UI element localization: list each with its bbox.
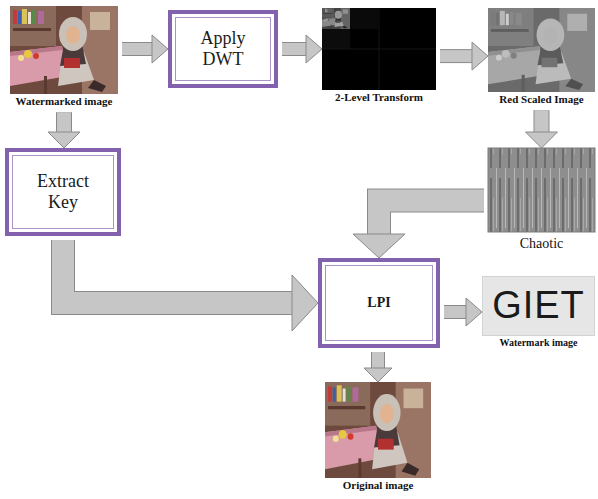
image-frame: GIET xyxy=(482,276,595,336)
arrow-outline xyxy=(371,352,385,368)
image-caption: Original image xyxy=(285,479,471,492)
image-node: Red Scaled Image xyxy=(488,8,595,106)
image-caption: Watermarked image xyxy=(0,95,158,108)
arrow-head xyxy=(306,35,322,63)
process-box: Extract Key xyxy=(5,148,121,236)
image-frame xyxy=(322,8,436,90)
arrow-head xyxy=(292,275,318,331)
arrow-shaft xyxy=(122,43,152,55)
image-frame xyxy=(488,8,595,92)
watermark-text: GIET xyxy=(492,284,585,328)
arrow-shaft xyxy=(535,110,549,132)
image-node: Chaotic xyxy=(488,148,595,253)
image-caption: 2-Level Transform xyxy=(282,91,476,104)
block-arrow xyxy=(526,110,558,148)
arrow-outline xyxy=(379,200,484,234)
arrow-outline xyxy=(122,42,152,56)
block-arrow xyxy=(444,298,482,326)
double-border-box: Extract Key xyxy=(5,148,121,236)
image-node: GIETWatermark image xyxy=(482,276,595,349)
block-arrow xyxy=(48,112,80,148)
arrow-outline xyxy=(282,42,306,56)
image-caption: Chaotic xyxy=(448,236,598,253)
arrow-outline xyxy=(56,112,72,132)
watermarked-photo xyxy=(10,6,118,94)
chaotic-image xyxy=(488,148,595,232)
block-arrow xyxy=(364,352,392,382)
arrow-outline xyxy=(63,240,292,303)
block-arrow xyxy=(282,35,322,63)
transform-image xyxy=(322,8,436,90)
process-box: LPI xyxy=(318,258,440,348)
arrow-shaft xyxy=(57,112,71,132)
image-node: 2-Level Transform xyxy=(322,8,436,104)
arrow-shaft xyxy=(444,306,466,318)
image-frame xyxy=(488,148,595,232)
red-scaled-image xyxy=(488,8,595,92)
arrow-head xyxy=(472,42,488,70)
box-label: Apply DWT xyxy=(192,28,254,69)
arrow-head xyxy=(526,132,558,148)
box-label: Extract Key xyxy=(27,171,99,212)
arrow-head xyxy=(466,298,482,326)
arrow-head xyxy=(353,234,405,258)
image-node: Original image xyxy=(325,382,431,492)
process-box: Apply DWT xyxy=(168,10,278,88)
box-label: LPI xyxy=(367,295,390,311)
arrow-head xyxy=(364,368,392,382)
arrow-outline xyxy=(440,49,472,63)
arrow-shaft xyxy=(63,240,292,303)
arrow-shaft xyxy=(372,352,384,368)
arrow-shaft xyxy=(282,43,306,55)
arrow-head xyxy=(48,132,80,148)
block-arrow xyxy=(353,200,484,258)
image-frame xyxy=(325,382,431,478)
image-caption: Watermark image xyxy=(442,337,598,349)
arrow-shaft xyxy=(379,200,484,234)
block-arrow xyxy=(122,35,168,63)
arrow-outline xyxy=(534,110,550,132)
double-border-box: Apply DWT xyxy=(168,10,278,88)
image-caption: Red Scaled Image xyxy=(448,93,598,106)
arrow-outline xyxy=(444,305,466,319)
block-arrow xyxy=(440,42,488,70)
original-photo xyxy=(325,382,431,478)
block-arrow xyxy=(63,240,318,331)
arrow-shaft xyxy=(440,50,472,62)
arrow-head xyxy=(152,35,168,63)
double-border-box: LPI xyxy=(318,258,440,348)
image-frame xyxy=(10,6,118,94)
image-node: Watermarked image xyxy=(10,6,118,108)
